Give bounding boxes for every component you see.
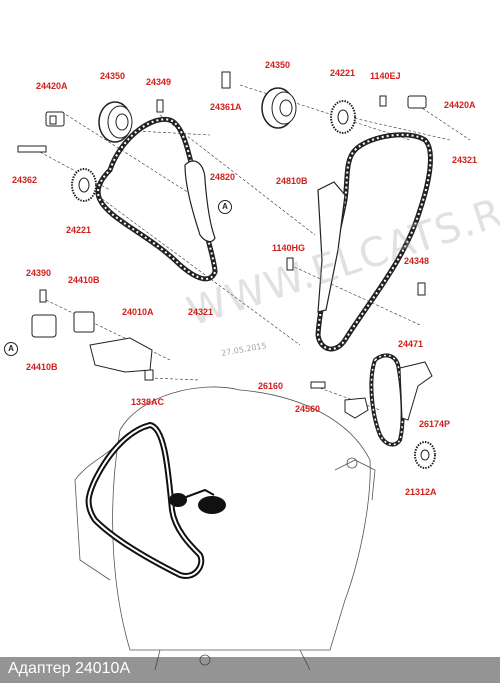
part-label-24349[interactable]: 24349 bbox=[146, 77, 172, 87]
part-label-24560[interactable]: 24560 bbox=[295, 404, 321, 414]
callout-a-lower: A bbox=[4, 342, 18, 356]
chain-guide-24810B bbox=[317, 181, 346, 313]
part-label-24390[interactable]: 24390 bbox=[26, 268, 52, 278]
part-label-24361A[interactable]: 24361A bbox=[210, 102, 242, 112]
tensioner-24420A-left bbox=[45, 111, 65, 127]
part-label-24221-left[interactable]: 24221 bbox=[66, 225, 92, 235]
tensioner-24560 bbox=[344, 397, 369, 419]
adapter-24010A bbox=[89, 337, 153, 373]
part-label-26174P[interactable]: 26174P bbox=[419, 419, 451, 429]
timing-chain-left bbox=[95, 116, 218, 282]
sprocket-24221-left bbox=[71, 168, 97, 202]
part-label-24410B-bottom[interactable]: 24410B bbox=[26, 362, 58, 372]
sprocket-21312A bbox=[414, 441, 436, 469]
part-label-24321-bottom[interactable]: 24321 bbox=[188, 307, 214, 317]
footer-title: Адаптер 24010A bbox=[8, 660, 131, 677]
part-label-24350-right[interactable]: 24350 bbox=[265, 60, 291, 70]
chain-guide-24820 bbox=[184, 160, 216, 243]
part-label-24348[interactable]: 24348 bbox=[404, 256, 430, 266]
part-label-24350-left[interactable]: 24350 bbox=[100, 71, 126, 81]
sprocket-24350-left bbox=[98, 101, 133, 143]
tensioner-24410B bbox=[31, 311, 95, 338]
part-label-21312A[interactable]: 21312A bbox=[405, 487, 437, 497]
footer-bar: Адаптер 24010A bbox=[0, 657, 500, 683]
part-label-24010A[interactable]: 24010A bbox=[122, 307, 154, 317]
part-label-24820[interactable]: 24820 bbox=[210, 172, 236, 182]
chain-guide-24471 bbox=[399, 361, 433, 421]
part-label-24362[interactable]: 24362 bbox=[12, 175, 38, 185]
sprocket-24221-right bbox=[330, 100, 356, 134]
part-label-1338AC[interactable]: 1338AC bbox=[131, 397, 165, 407]
part-label-1140EJ[interactable]: 1140EJ bbox=[370, 71, 401, 81]
part-label-24321-right[interactable]: 24321 bbox=[452, 155, 478, 165]
part-label-1140HG[interactable]: 1140HG bbox=[272, 243, 306, 253]
part-label-24810B[interactable]: 24810B bbox=[276, 176, 308, 186]
part-label-24420A-left[interactable]: 24420A bbox=[36, 81, 68, 91]
callout-a-upper: A bbox=[218, 200, 232, 214]
sprocket-24350-right bbox=[261, 87, 297, 129]
part-label-24221-right[interactable]: 24221 bbox=[330, 68, 356, 78]
engine-block bbox=[74, 386, 376, 671]
tensioner-24420A-right bbox=[407, 95, 427, 109]
part-label-24420A-right[interactable]: 24420A bbox=[444, 100, 476, 110]
bolts bbox=[17, 71, 426, 389]
engine-tensioner bbox=[169, 488, 226, 514]
part-label-26160[interactable]: 26160 bbox=[258, 381, 284, 391]
oil-pump-chain bbox=[369, 353, 405, 447]
part-label-24471[interactable]: 24471 bbox=[398, 339, 424, 349]
part-label-24410B-top[interactable]: 24410B bbox=[68, 275, 100, 285]
